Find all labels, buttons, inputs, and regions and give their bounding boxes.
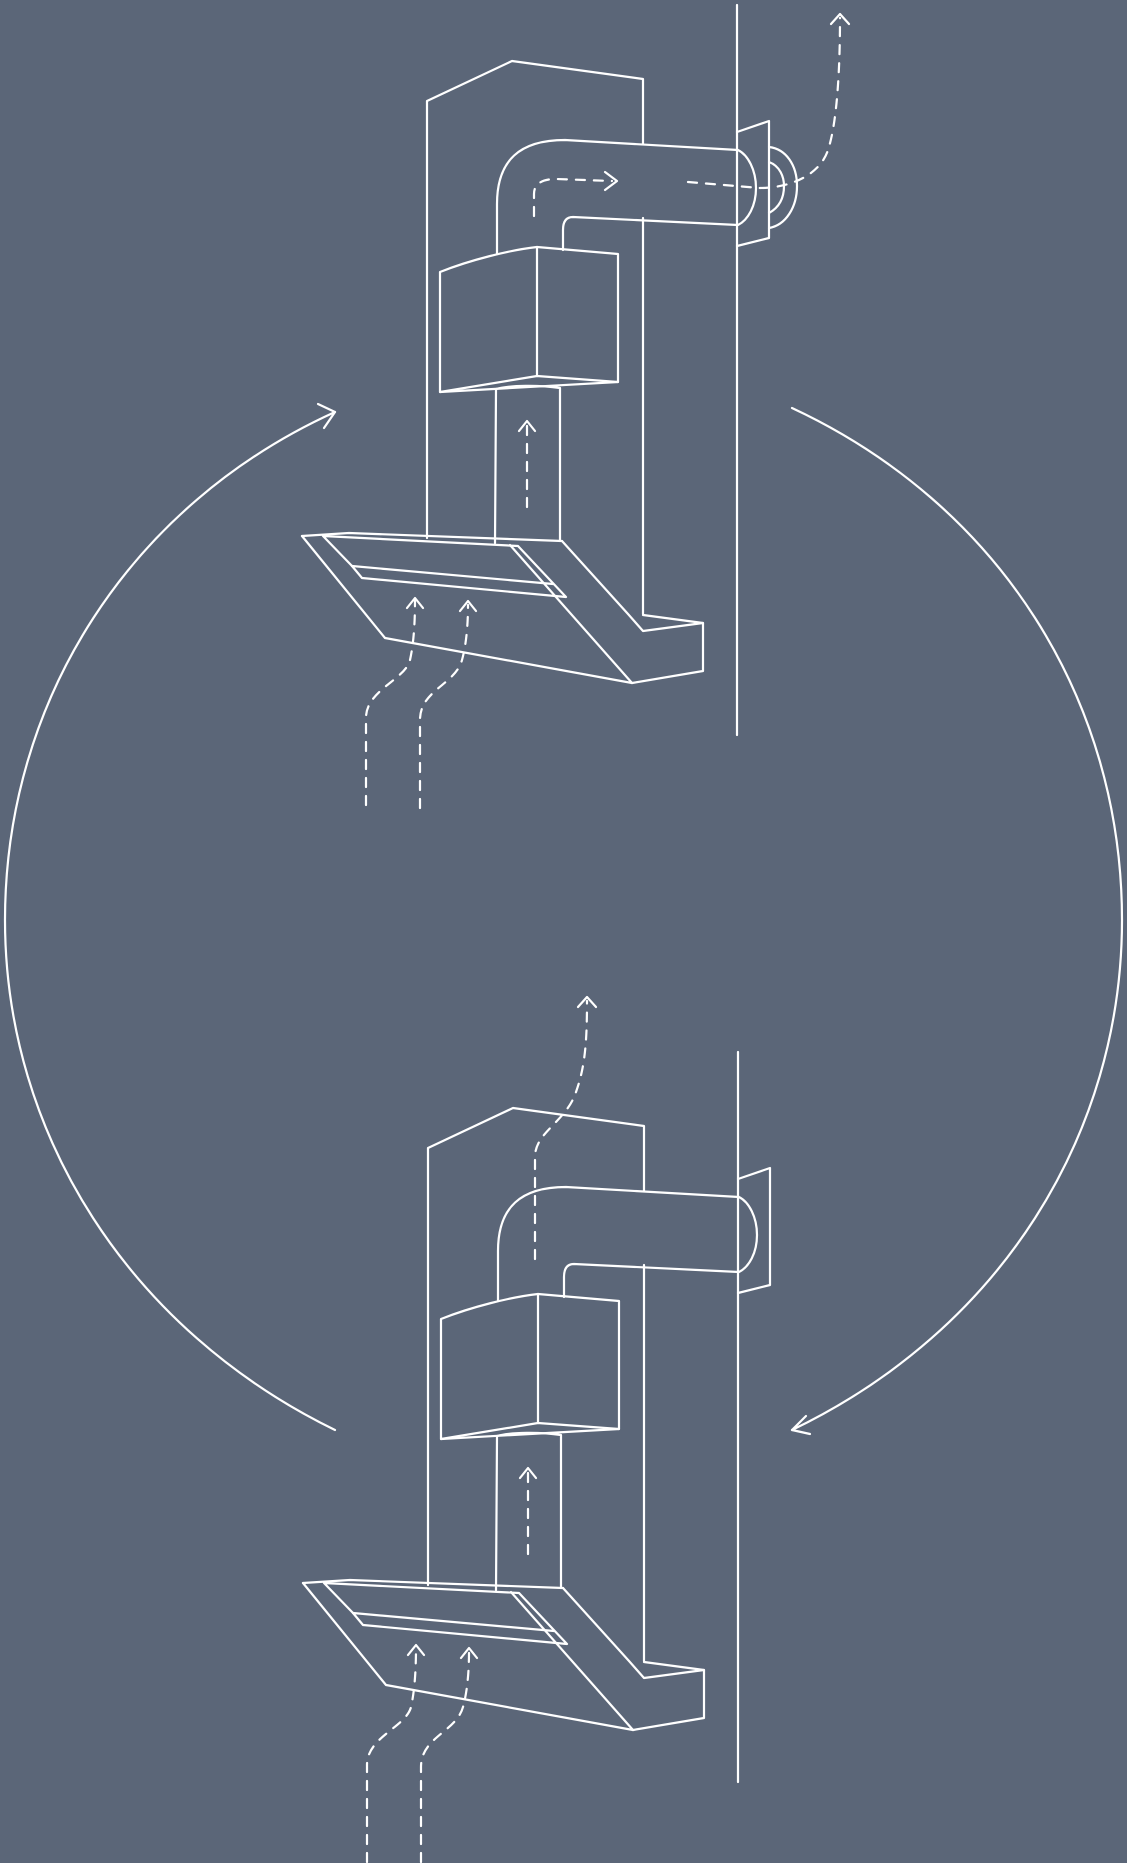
motor-box xyxy=(439,1292,621,1441)
airflow-duct xyxy=(532,177,614,218)
cycle-arc-left xyxy=(3,402,337,1432)
airflow-intake-2 xyxy=(418,603,470,810)
hood-column xyxy=(493,384,562,545)
wall-mount xyxy=(736,1166,772,1295)
vent-flap-inner xyxy=(767,160,786,215)
canopy-side xyxy=(560,539,705,633)
duct-elbow xyxy=(496,1185,759,1303)
canopy-fold xyxy=(509,1590,635,1732)
canopy-top-edge xyxy=(301,1578,565,1590)
duct-elbow xyxy=(495,138,758,256)
filter-slot xyxy=(350,564,555,586)
arc-right-arrowhead-icon xyxy=(790,1414,812,1436)
canopy-outline xyxy=(301,1581,706,1732)
hood-panel-bottom xyxy=(301,995,772,1863)
airflow-intake-1-arrowhead-icon xyxy=(406,1643,426,1657)
canopy-fold xyxy=(508,543,634,685)
motor-box xyxy=(438,245,620,394)
airflow-intake-2-arrowhead-icon xyxy=(459,1646,479,1660)
airflow-exhaust-arrowhead-icon xyxy=(829,12,851,26)
vent-flap-outer xyxy=(767,145,799,230)
filter-panel xyxy=(322,1581,569,1646)
arc-left-arrowhead-icon xyxy=(316,402,337,430)
canopy-outline xyxy=(300,534,705,685)
hood-panel-top xyxy=(300,3,851,810)
motor-box-base xyxy=(439,1427,621,1441)
motor-box-base xyxy=(438,380,620,394)
airflow-exhaust xyxy=(686,16,842,190)
filter-panel xyxy=(321,534,568,599)
airflow-duct-arrowhead-icon xyxy=(603,170,619,192)
airflow-column-arrowhead-icon xyxy=(517,419,537,433)
canopy-side xyxy=(561,1586,706,1680)
airflow-column-arrowhead-icon xyxy=(518,1466,538,1480)
hood-column xyxy=(494,1431,563,1592)
cycle-arc-right xyxy=(790,406,1124,1436)
chimney-back xyxy=(426,1106,646,1587)
canopy-top-edge xyxy=(300,531,564,543)
filter-slot xyxy=(351,1611,556,1633)
airflow-recirculate xyxy=(533,999,589,1261)
airflow-intake-2 xyxy=(419,1650,471,1863)
airflow-recirculate-arrowhead-icon xyxy=(576,995,598,1009)
chimney-back xyxy=(425,59,645,540)
airflow-intake-1-arrowhead-icon xyxy=(405,596,425,610)
airflow-intake-2-arrowhead-icon xyxy=(458,599,478,613)
wall-vent xyxy=(735,119,771,248)
airflow-intake-1 xyxy=(364,598,417,807)
airflow-intake-1 xyxy=(365,1645,418,1863)
